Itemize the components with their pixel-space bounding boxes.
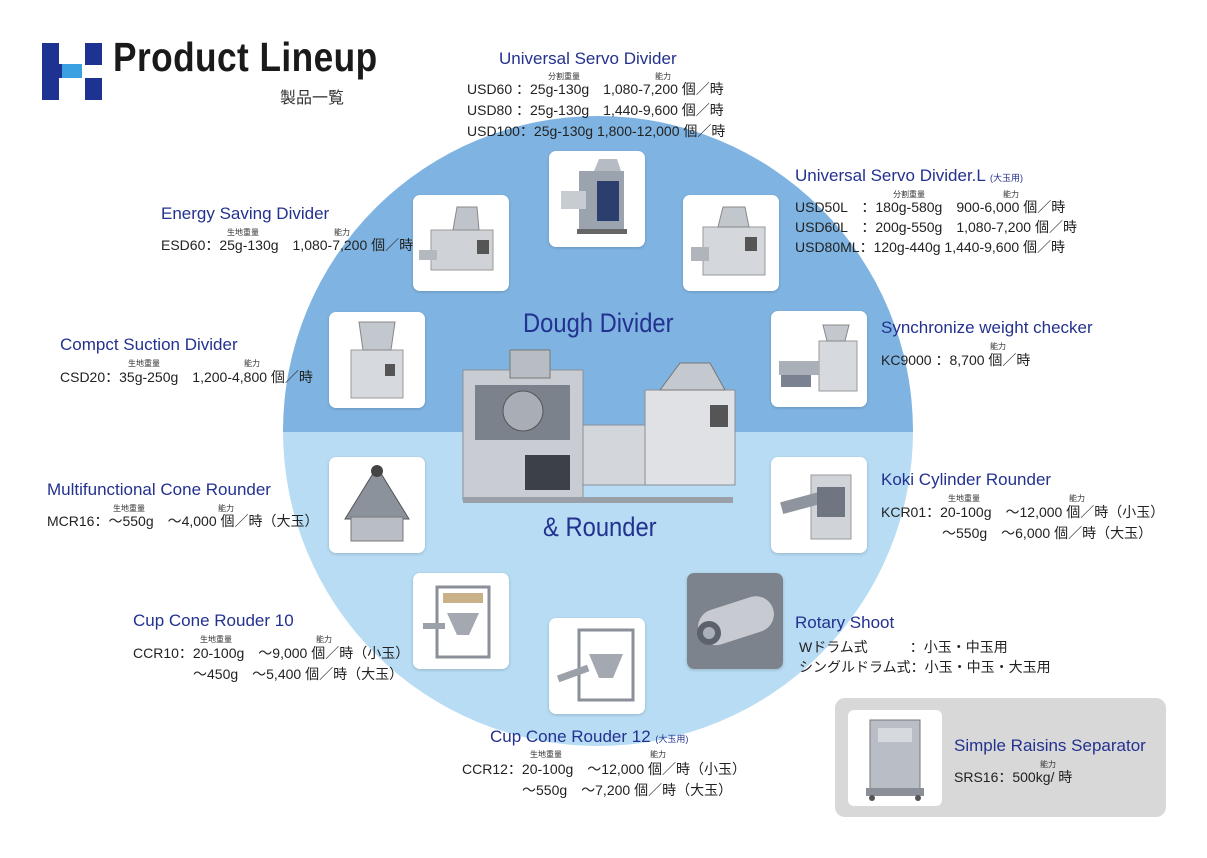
ccr12-spec-1: CCR12：20-100g ～12,000 個／時（小玉）: [462, 761, 746, 777]
rotary-spec-2: シングルドラム式：小玉・中玉・大玉用: [799, 659, 1051, 675]
ccr12-name-note: (大玉用): [655, 734, 689, 744]
ccr10-photo: [413, 573, 509, 669]
csd-weight-annotation: 生地重量: [128, 359, 160, 368]
esd-photo: [413, 195, 509, 291]
company-logo-icon: [42, 43, 102, 100]
kcr-photo: [771, 457, 867, 553]
kc-spec: KC9000 ：8,700 個／時: [881, 352, 1031, 368]
dough-divider-line-image: [462, 349, 736, 503]
rotary-spec-1: Wドラム式 ：小玉・中玉用: [799, 639, 1008, 655]
usdl-spec-1: USD50L ：180g-580g 900-6,000 個／時: [795, 199, 1066, 215]
usdl-name: Universal Servo Divider.L (大玉用): [795, 166, 1023, 185]
usd-spec-2: USD80 ：25g-130g 1,440-9,600 個／時: [467, 102, 724, 118]
usdl-name-note: (大玉用): [989, 173, 1023, 183]
kcr-weight-annotation: 生地重量: [948, 494, 980, 503]
ccr10-name: Cup Cone Rouder 10: [133, 611, 294, 630]
usd-spec-3: USD100：25g-130g 1,800-12,000 個／時: [467, 123, 726, 139]
usd-capacity-annotation: 能力: [655, 72, 671, 81]
mcr-capacity-annotation: 能力: [218, 504, 234, 513]
srs-name: Simple Raisins Separator: [954, 736, 1146, 755]
esd-spec: ESD60：25g-130g 1,080-7,200 個／時: [161, 237, 414, 253]
kcr-name: Koki Cylinder Rounder: [881, 470, 1052, 489]
page-title: Product Lineup: [113, 34, 378, 80]
mcr-weight-annotation: 生地重量: [113, 504, 145, 513]
usdl-weight-annotation: 分割重量: [893, 190, 925, 199]
usd-spec-1: USD60 ：25g-130g 1,080-7,200 個／時: [467, 81, 724, 97]
center-label-bottom: & Rounder: [543, 512, 657, 542]
kcr-spec-1: KCR01：20-100g ～12,000 個／時（小玉）: [881, 504, 1165, 520]
usd-name: Universal Servo Divider: [499, 49, 677, 68]
kcr-capacity-annotation: 能力: [1069, 494, 1085, 503]
ccr10-weight-annotation: 生地重量: [200, 635, 232, 644]
mcr-photo: [329, 457, 425, 553]
mcr-spec: MCR16：～550g ～4,000 個／時（大玉）: [47, 513, 319, 529]
kc-capacity-annotation: 能力: [990, 342, 1006, 351]
esd-weight-annotation: 生地重量: [227, 228, 259, 237]
usdl-photo: [683, 195, 779, 291]
csd-photo: [329, 312, 425, 408]
page-subtitle: 製品一覧: [280, 88, 345, 107]
mcr-name: Multifunctional Cone Rounder: [47, 480, 271, 499]
kcr-spec-2: ～550g ～6,000 個／時（大玉）: [942, 525, 1153, 541]
rotary-shoot-photo: [687, 573, 783, 669]
center-label-top: Dough Divider: [523, 308, 674, 338]
kc-photo: [771, 311, 867, 407]
ccr10-spec-1: CCR10：20-100g ～9,000 個／時（小玉）: [133, 645, 410, 661]
csd-name: Compct Suction Divider: [60, 335, 238, 354]
csd-spec: CSD20：35g-250g 1,200-4,800 個／時: [60, 369, 313, 385]
ccr12-weight-annotation: 生地重量: [530, 750, 562, 759]
esd-name: Energy Saving Divider: [161, 204, 330, 223]
usdl-spec-2: USD60L ：200g-550g 1,080-7,200 個／時: [795, 219, 1077, 235]
srs-photo: [848, 710, 942, 806]
usd-photo: [549, 151, 645, 247]
ccr10-spec-2: ～450g ～5,400 個／時（大玉）: [193, 666, 404, 682]
kc-name: Synchronize weight checker: [881, 318, 1093, 337]
srs-capacity-annotation: 能力: [1040, 760, 1056, 769]
csd-capacity-annotation: 能力: [244, 359, 260, 368]
ccr10-capacity-annotation: 能力: [316, 635, 332, 644]
ccr12-name: Cup Cone Rouder 12 (大玉用): [490, 727, 689, 746]
rotary-name: Rotary Shoot: [795, 613, 895, 632]
usdl-capacity-annotation: 能力: [1003, 190, 1019, 199]
srs-spec: SRS16：500kg/ 時: [954, 769, 1073, 785]
usd-weight-annotation: 分割重量: [548, 72, 580, 81]
ccr12-photo: [549, 618, 645, 714]
ccr12-spec-2: ～550g ～7,200 個／時（大玉）: [522, 782, 733, 798]
usdl-spec-3: USD80ML：120g-440g 1,440-9,600 個／時: [795, 239, 1066, 255]
ccr12-capacity-annotation: 能力: [650, 750, 666, 759]
esd-capacity-annotation: 能力: [334, 228, 350, 237]
